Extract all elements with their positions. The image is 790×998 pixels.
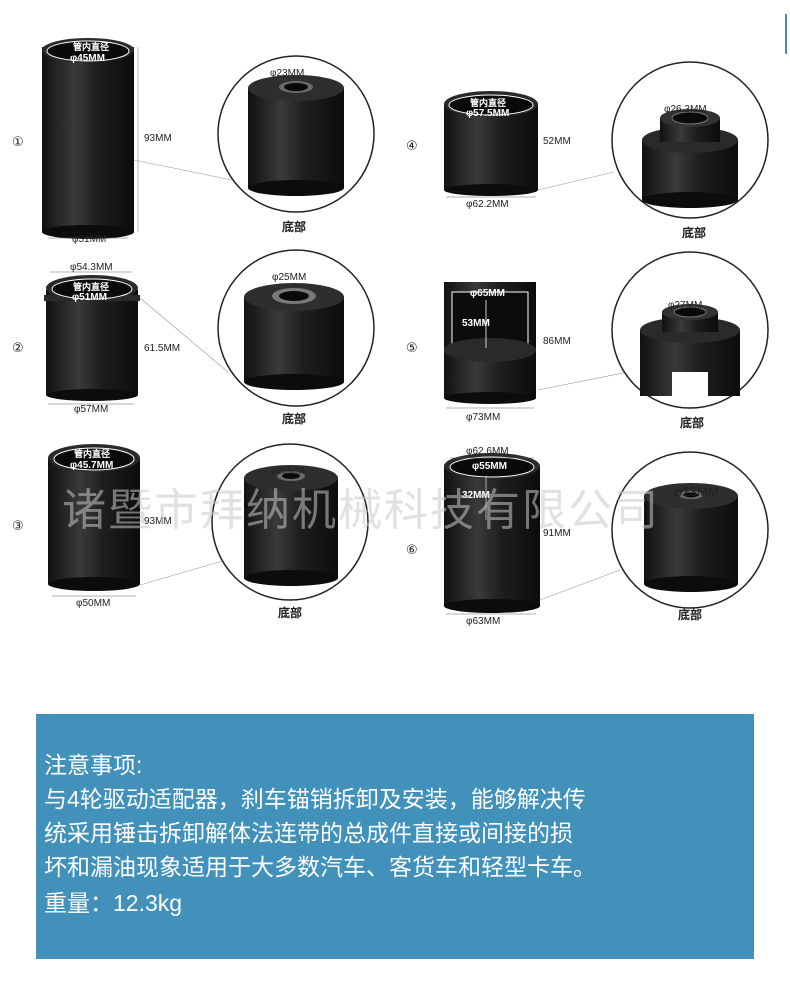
product-2-outer-top: φ54.3MM xyxy=(70,262,113,273)
product-2-height: 61.5MM xyxy=(144,343,181,354)
product-3-hole-dia: φ23MM xyxy=(270,466,305,477)
product-6-outer-top: φ62.6MM xyxy=(466,446,509,457)
product-illustrations xyxy=(42,38,769,615)
product-2-image xyxy=(44,271,229,405)
product-5-hole-dia: φ27MM xyxy=(668,300,703,311)
notice-weight: 重量：12.3kg xyxy=(44,890,183,916)
product-1-detail-label: 底部 xyxy=(282,220,307,234)
product-2-bottom-dia: φ57MM xyxy=(74,404,109,415)
company-watermark: 诸暨市拜纳机械科技有限公司 xyxy=(62,485,660,536)
product-5-bottom-dia: φ73MM xyxy=(466,412,501,423)
notice-panel: 注意事项: 与4轮驱动适配器，刹车锚销拆卸及安装，能够解决传 统采用锤击拆卸解体… xyxy=(36,714,754,959)
product-3-bottom-dia: φ50MM xyxy=(76,598,111,609)
product-4-hole-dia: φ26.3MM xyxy=(664,104,707,115)
product-3-height: 93MM xyxy=(144,516,172,527)
product-6-hole-dia: φ23MM xyxy=(674,484,719,499)
product-5-inner-dia: φ65MM xyxy=(470,288,505,299)
product-6-detail-label: 底部 xyxy=(678,608,703,622)
product-1-number: ① xyxy=(12,134,24,149)
product-2-hole-dia: φ25MM xyxy=(272,272,307,283)
product-6-bottom-dia: φ63MM xyxy=(466,616,501,627)
notice-line: 与4轮驱动适配器，刹车锚销拆卸及安装，能够解决传 xyxy=(44,786,586,812)
notice-heading: 注意事项: xyxy=(44,752,143,778)
product-6-height: 91MM xyxy=(543,528,571,539)
product-1-image xyxy=(42,38,233,239)
product-1-bottom-dia: φ51MM xyxy=(72,234,107,245)
product-3-detail-label: 底部 xyxy=(278,606,303,620)
product-2-detail xyxy=(217,249,375,407)
notice-line: 坏和漏油现象适用于大多数汽车、客货车和轻型卡车。 xyxy=(44,854,596,880)
product-1-hole-dia: φ23MM xyxy=(270,68,305,79)
product-1-inner-dia: φ45MM xyxy=(70,53,105,64)
product-1-detail xyxy=(217,55,375,213)
product-3-number: ③ xyxy=(12,518,24,533)
product-5-image xyxy=(444,282,639,409)
product-4-inner-dia: φ57.5MM xyxy=(466,108,510,119)
product-2-number: ② xyxy=(12,340,24,355)
product-6-image xyxy=(444,453,621,615)
product-5-number: ⑤ xyxy=(406,340,418,355)
product-3-inner-dia: φ45.7MM xyxy=(70,460,114,471)
product-5-height: 86MM xyxy=(543,336,571,347)
product-6-number: ⑥ xyxy=(406,542,418,557)
product-1-height: 93MM xyxy=(144,133,172,144)
product-4-number: ④ xyxy=(406,138,418,153)
accent-bar xyxy=(785,14,787,54)
product-1-inner-title: 管内直径 xyxy=(73,42,110,52)
product-4-detail-label: 底部 xyxy=(682,226,707,240)
product-5-slot-height: 53MM xyxy=(462,318,490,329)
product-3-detail xyxy=(211,443,369,601)
product-3-inner-title: 管内直径 xyxy=(74,449,111,459)
product-6-inner-dia: φ55MM xyxy=(472,461,507,472)
product-5-detail xyxy=(611,251,769,409)
product-5-detail-label: 底部 xyxy=(680,416,705,430)
product-6-slot-height: 32MM xyxy=(462,490,490,501)
product-4-height: 52MM xyxy=(543,136,571,147)
product-2-inner-title: 管内直径 xyxy=(73,282,110,292)
notice-line: 统采用锤击拆卸解体法连带的总成件直接或间接的损 xyxy=(44,820,573,846)
product-6-detail xyxy=(611,451,769,609)
product-4-image xyxy=(444,91,615,198)
product-2-detail-label: 底部 xyxy=(282,412,307,426)
product-3-image xyxy=(48,444,227,597)
product-4-bottom-dia: φ62.2MM xyxy=(466,199,509,210)
product-4-detail xyxy=(611,61,769,219)
product-2-inner-dia: φ51MM xyxy=(72,292,107,303)
product-4-inner-title: 管内直径 xyxy=(470,98,507,108)
